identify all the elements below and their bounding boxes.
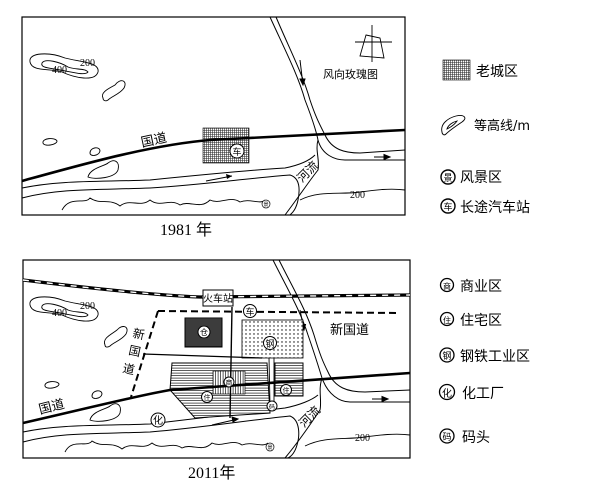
legend-symbol: 码 (442, 432, 451, 443)
flow-arrow (372, 395, 390, 403)
new-national-road (157, 310, 401, 314)
wind-rose-label: 风向玫瑰图 (323, 67, 378, 81)
legend-label: 钢铁工业区 (460, 349, 530, 365)
contour-lines (29, 53, 406, 211)
flow-arrow (374, 153, 392, 161)
map-caption: 2011年 (188, 464, 235, 482)
national-road (22, 371, 411, 425)
scenic-swatch (440, 169, 456, 185)
local-road (142, 353, 263, 359)
residential-glyph: 住 (204, 393, 211, 402)
legend-label: 长途汽车站 (460, 199, 530, 216)
national-road-label: 国道 (140, 131, 169, 151)
wharf-swatch (439, 428, 455, 444)
legend-symbol: 住 (443, 315, 451, 325)
steel-swatch (439, 347, 455, 363)
map-frame (21, 16, 406, 216)
map-caption: 1981 年 (160, 221, 212, 239)
contour-label: 400 (52, 308, 67, 319)
legend-symbol: 钢 (442, 350, 451, 362)
contour-label: 200 (350, 190, 365, 201)
legend-symbol: 化 (442, 387, 452, 400)
steel-glyph: 钢 (265, 338, 274, 350)
chemical-swatch (438, 383, 456, 401)
wind-rose-icon (355, 25, 392, 62)
residential-glyph: 住 (283, 386, 290, 395)
new-road-vertical-label: 道 (121, 361, 136, 377)
railway-dashes (22, 279, 411, 298)
legend-symbol: 景 (443, 173, 452, 184)
contour-label: 200 (355, 433, 370, 444)
legend-symbol: 商 (443, 281, 451, 291)
legend-label: 化工厂 (462, 386, 504, 402)
scenic-symbol (261, 199, 271, 209)
legend-label: 等高线/m (474, 118, 530, 134)
legend-label: 老城区 (476, 64, 518, 80)
legend-label: 风景区 (460, 170, 502, 186)
new-national-road-west (130, 310, 159, 398)
legend-label: 商业区 (460, 279, 502, 295)
rail-spur (229, 306, 233, 419)
train-station-label: 火车站 (203, 292, 233, 305)
legend-label: 码头 (462, 430, 490, 446)
new-road-vertical-label: 新 (131, 325, 146, 342)
scenic-glyph: 景 (267, 444, 272, 451)
chemical-glyph: 化 (153, 414, 163, 427)
commercial-swatch (439, 277, 455, 293)
flow-arrow (299, 59, 306, 87)
scenic-glyph: 景 (263, 201, 268, 208)
bus-station-glyph: 车 (232, 146, 241, 158)
flow-arrow (211, 416, 240, 426)
contour-swatch (441, 115, 466, 136)
bus-swatch (440, 198, 456, 214)
bus-station-glyph: 车 (245, 306, 254, 318)
legend: 老城区 等高线/m 景 风景区 车 长途汽车站 商 商业区 住 住宅区 钢 钢铁… (438, 59, 530, 446)
national-road-label: 国道 (37, 397, 66, 418)
old-city-swatch (442, 59, 471, 81)
residential-swatch (439, 311, 455, 327)
map-symbols: 车 仓 钢 商 住 住 码 化 景 (150, 304, 292, 452)
wharf-glyph: 码 (269, 403, 275, 411)
bus-station-symbol (229, 143, 245, 159)
new-road-vertical-label: 国 (127, 343, 142, 359)
legend-label: 住宅区 (460, 313, 502, 329)
commercial-glyph: 商 (226, 378, 233, 387)
warehouse-glyph: 仓 (200, 327, 208, 337)
contour-label: 400 (52, 65, 67, 76)
new-road-label: 新国道 (330, 322, 369, 338)
map-1981: 200 400 200 国道 河流 车 景 风向玫瑰图 1981 年 (21, 16, 406, 239)
contour-label: 200 (80, 301, 95, 312)
river (21, 16, 406, 216)
contour-lines (29, 296, 411, 453)
old-city-area (202, 127, 250, 164)
legend-symbol: 车 (443, 201, 452, 213)
flow-arrowhead (226, 174, 232, 179)
national-road (21, 128, 406, 183)
train-station-box (202, 289, 234, 307)
contour-label: 200 (80, 58, 95, 69)
map-2011: 200 400 200 火车站 新国道 新 (22, 259, 411, 482)
